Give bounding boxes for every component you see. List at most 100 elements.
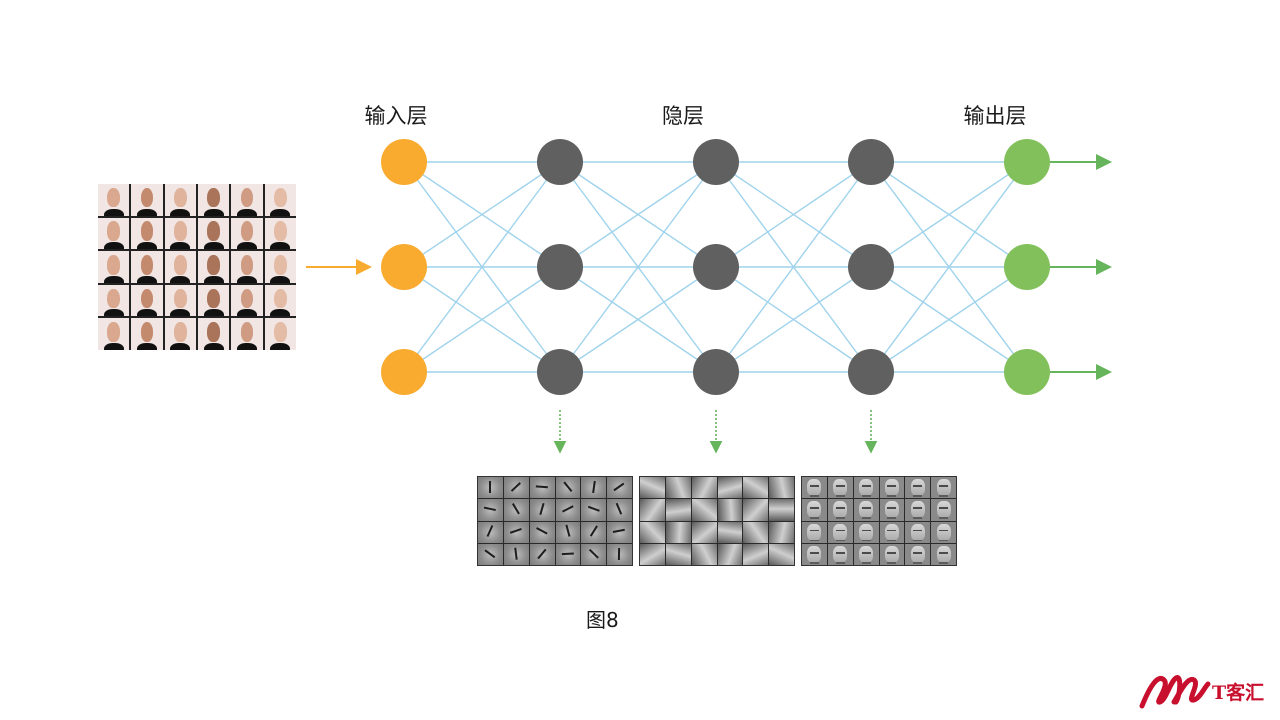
feature-cell (717, 521, 743, 543)
face-thumbnail (164, 184, 196, 216)
connection-edge (870, 161, 1028, 373)
feature-cell (478, 521, 503, 543)
face-thumbnail (198, 284, 230, 317)
face-thumbnail (164, 318, 196, 350)
input-node (381, 349, 427, 395)
feature-cell (879, 499, 905, 521)
feature-cell (529, 521, 555, 543)
feature-cell (503, 499, 529, 521)
face-thumbnail (98, 217, 130, 250)
feature-cell (827, 521, 853, 543)
face-thumbnail (164, 217, 196, 250)
input-face-images (98, 184, 296, 350)
connection-edge (403, 161, 561, 373)
feature-cell (802, 477, 827, 499)
face-thumbnail (198, 184, 230, 216)
face-thumbnail (131, 284, 163, 317)
feature-cell (879, 521, 905, 543)
face-thumbnail (264, 284, 296, 317)
feature-cell (555, 521, 581, 543)
face-thumbnail (98, 318, 130, 350)
feature-cell (665, 543, 691, 565)
input-node (381, 244, 427, 290)
feature-cell (905, 477, 931, 499)
face-thumbnail (164, 284, 196, 317)
feature-cell (931, 543, 956, 565)
face-features-panel (801, 476, 957, 566)
feature-cell (478, 477, 503, 499)
face-thumbnail (198, 251, 230, 283)
feature-cell (853, 477, 879, 499)
feature-cell (503, 543, 529, 565)
feature-cell (607, 499, 632, 521)
feature-cell (827, 543, 853, 565)
hidden-node (693, 139, 739, 185)
feature-cell (931, 499, 956, 521)
feature-cell (529, 477, 555, 499)
feature-cell (853, 521, 879, 543)
feature-cell (769, 543, 794, 565)
feature-cell (853, 499, 879, 521)
feature-cell (743, 543, 769, 565)
feature-cell (478, 543, 503, 565)
connection-edge (403, 266, 561, 373)
feature-cell (717, 543, 743, 565)
feature-cell (931, 477, 956, 499)
feature-cell (581, 499, 607, 521)
feature-cell (691, 543, 717, 565)
feature-cell (665, 499, 691, 521)
face-thumbnail (131, 318, 163, 350)
feature-cell (717, 477, 743, 499)
feature-cell (640, 521, 665, 543)
face-thumbnail (198, 217, 230, 250)
face-thumbnail (131, 217, 163, 250)
feature-cell (769, 477, 794, 499)
face-thumbnail (264, 217, 296, 250)
face-thumbnail (131, 184, 163, 216)
feature-cell (529, 499, 555, 521)
output-layer-label: 输出层 (963, 104, 1027, 128)
feature-cell (691, 477, 717, 499)
feature-cell (853, 543, 879, 565)
connection-edge (870, 266, 1028, 373)
feature-cell (905, 499, 931, 521)
connection-edge (559, 266, 717, 373)
face-thumbnail (98, 284, 130, 317)
feature-cell (691, 521, 717, 543)
feature-cell (478, 499, 503, 521)
hidden-node (537, 244, 583, 290)
feature-cell (931, 521, 956, 543)
feature-cell (802, 543, 827, 565)
feature-cell (555, 543, 581, 565)
output-node (1004, 244, 1050, 290)
connection-edge (715, 161, 872, 268)
connection-edge (715, 266, 872, 373)
feature-cell (581, 521, 607, 543)
connection-edge (559, 161, 717, 373)
output-node (1004, 139, 1050, 185)
feature-cell (607, 477, 632, 499)
feature-cell (905, 521, 931, 543)
feature-cell (769, 521, 794, 543)
feature-cell (879, 543, 905, 565)
face-thumbnail (264, 251, 296, 283)
edge-features-panel (477, 476, 633, 566)
feature-cell (802, 521, 827, 543)
logo-text: T客汇 (1212, 682, 1265, 704)
face-thumbnail (198, 318, 230, 350)
face-thumbnail (98, 184, 130, 216)
hidden-node (848, 349, 894, 395)
feature-cell (555, 477, 581, 499)
input-layer-label: 输入层 (364, 104, 428, 128)
face-thumbnail (231, 284, 263, 317)
feature-cell (802, 499, 827, 521)
face-thumbnail (231, 217, 263, 250)
face-thumbnail (231, 318, 263, 350)
feature-cell (607, 543, 632, 565)
feature-cell (503, 521, 529, 543)
feature-cell (503, 477, 529, 499)
feature-cell (827, 499, 853, 521)
feature-cell (665, 477, 691, 499)
face-thumbnail (231, 184, 263, 216)
